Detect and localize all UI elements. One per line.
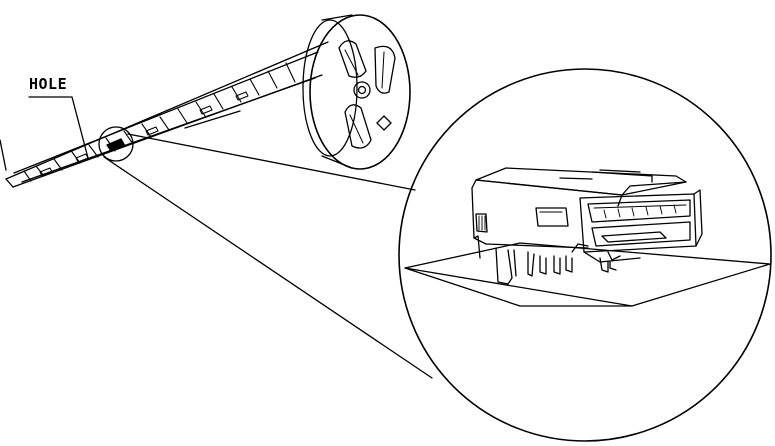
hole-label: HOLE [29, 75, 68, 93]
hole-leader [28, 96, 89, 159]
reel-window-top [338, 40, 367, 78]
reel-window-bottom [344, 104, 372, 149]
usb-connector [471, 167, 703, 285]
tape-tail [0, 139, 7, 171]
tape-plane [404, 242, 771, 307]
carrier-tape [5, 41, 329, 188]
diamond-marker [376, 115, 392, 131]
projection-lines [103, 133, 433, 379]
tape-parts [39, 91, 249, 177]
reel [302, 14, 411, 170]
reel-window-right [374, 45, 396, 94]
detail-circle-small [98, 126, 134, 162]
detail-circle-large [398, 68, 772, 442]
connector-pins [495, 247, 617, 285]
